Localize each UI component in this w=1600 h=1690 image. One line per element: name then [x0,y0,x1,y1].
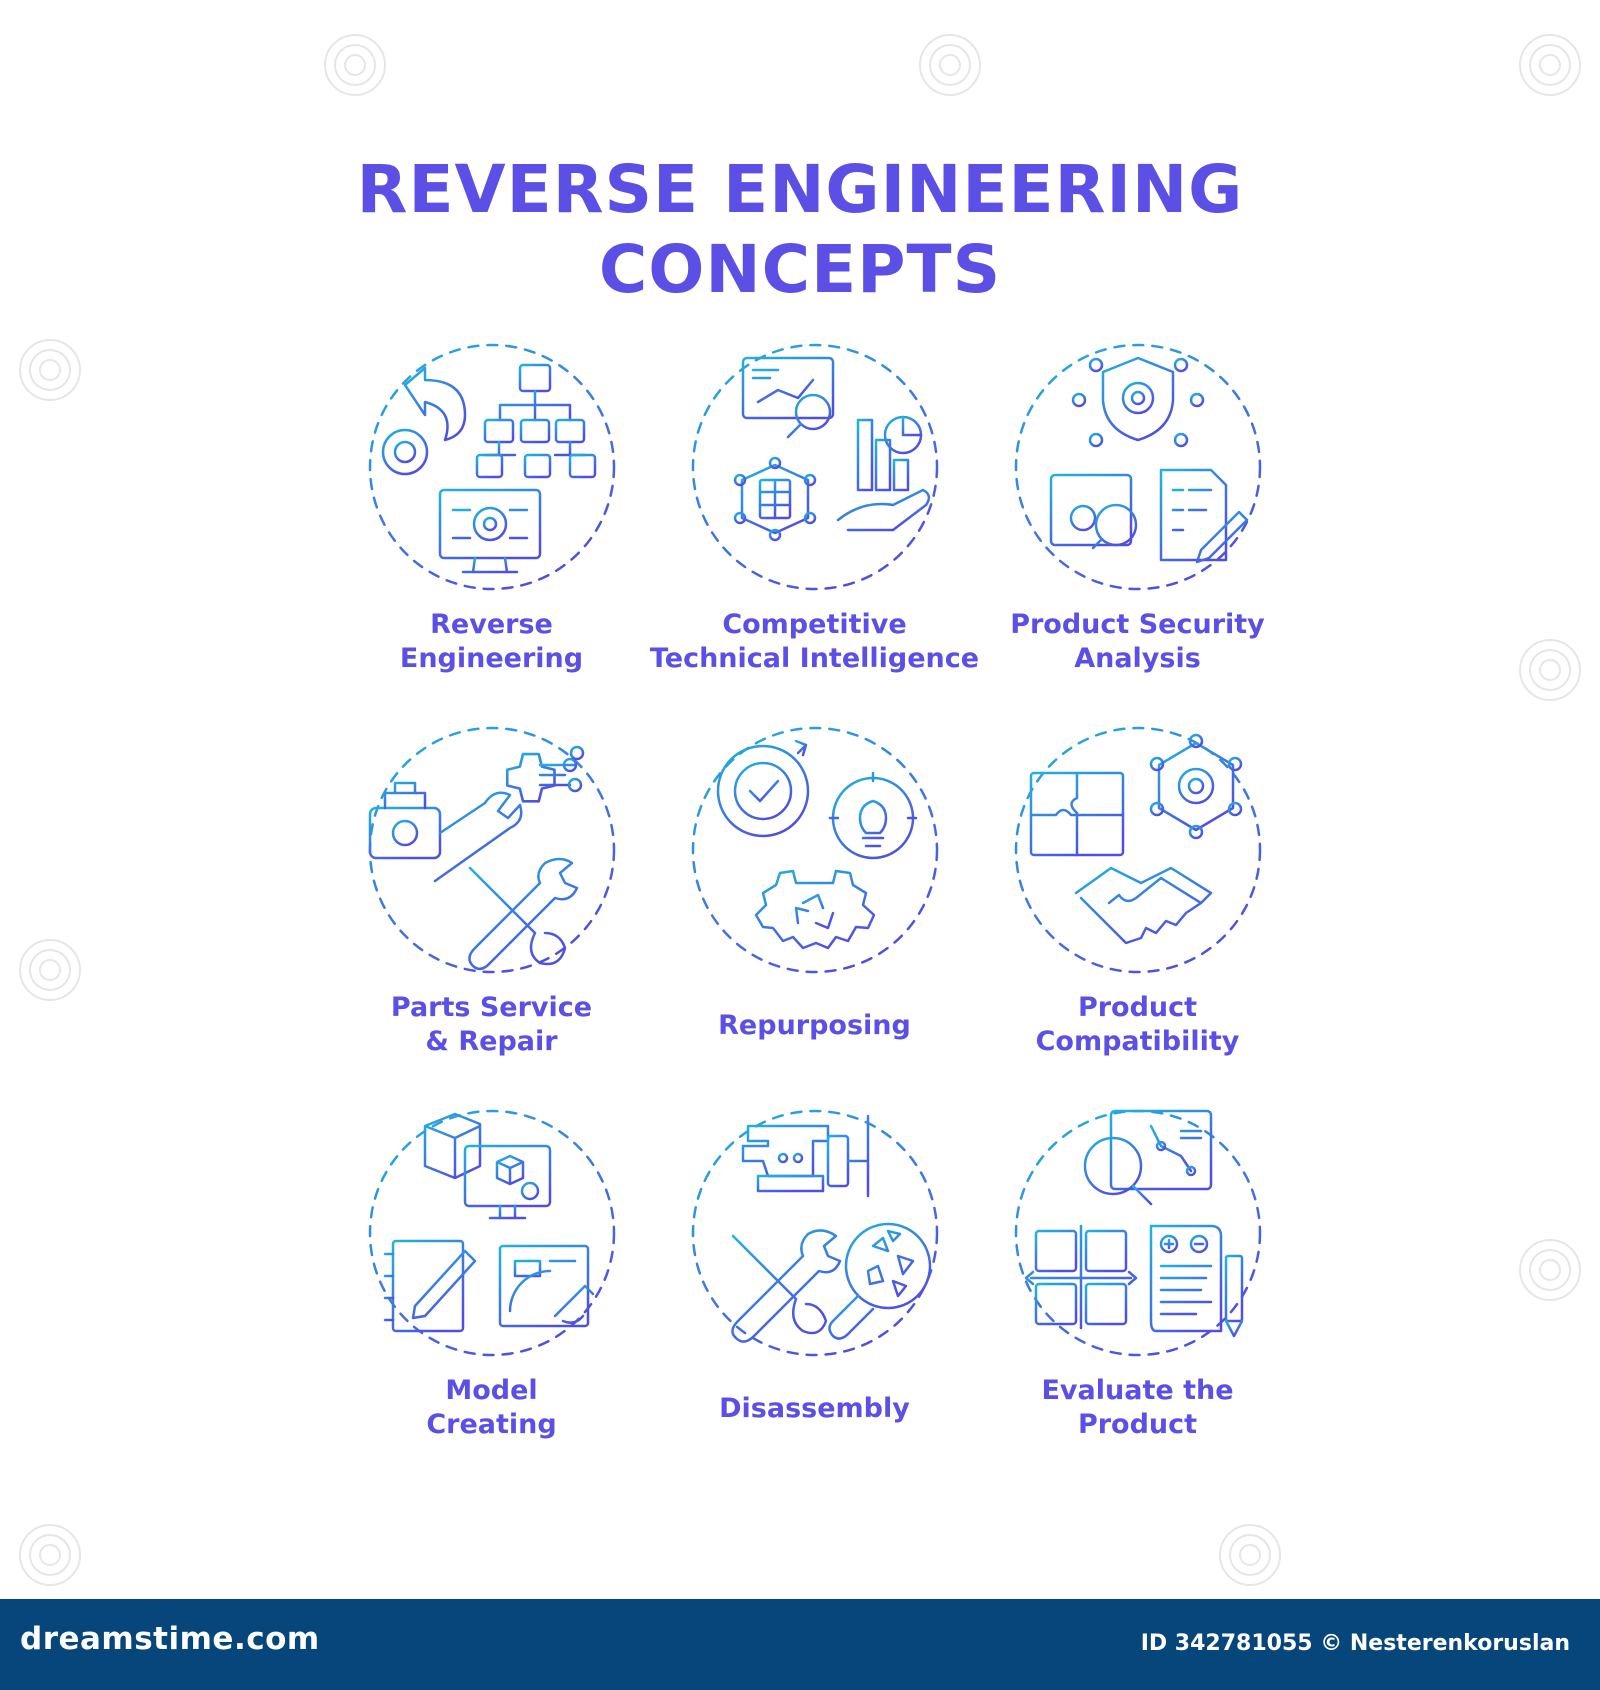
compatibility-icon [1014,726,1262,974]
watermark-spiral-icon [1519,1239,1581,1301]
concept-label: Evaluate the Product [1041,1375,1234,1440]
watermark-spiral-icon [919,34,981,96]
evaluate-product-icon [1014,1109,1262,1357]
watermark-spiral-icon [1219,1524,1281,1586]
concept-card-security-analysis: Product Security Analysis [976,330,1299,713]
footer-image-meta: ID 342781055 © Nesterenkoruslan [1140,1631,1570,1656]
model-creating-icon [368,1109,616,1357]
concept-label: Product Compatibility [1035,992,1240,1057]
repurposing-icon [691,726,939,974]
title-line-1: REVERSE ENGINEERING [356,151,1244,228]
watermark-spiral-icon [1519,639,1581,701]
watermark-spiral-icon [19,1524,81,1586]
concept-card-reverse-engineering: Reverse Engineering [330,330,653,713]
footer-bar: dreamstime.com ID 342781055 © Nesterenko… [0,1599,1600,1690]
concept-card-disassembly: Disassembly [653,1096,976,1479]
concept-label: Parts Service & Repair [390,992,593,1057]
watermark-spiral-icon [1519,34,1581,96]
concept-label: Product Security Analysis [1010,609,1265,674]
disassembly-icon [691,1109,939,1357]
concept-grid: Reverse Engineering Competitive Technic [330,330,1300,1470]
reverse-engineering-icon [368,343,616,591]
concept-label: Model Creating [426,1375,557,1440]
concept-label: Reverse Engineering [399,609,584,674]
concept-card-compatibility: Product Compatibility [976,713,1299,1096]
concept-card-competitive-intelligence: Competitive Technical Intelligence [650,330,979,713]
concept-label: Disassembly [719,1393,910,1424]
concept-card-model-creating: Model Creating [330,1096,653,1479]
title-line-2: CONCEPTS [598,231,1002,308]
parts-repair-icon [368,726,616,974]
concept-label: Competitive Technical Intelligence [649,609,980,674]
watermark-spiral-icon [19,339,81,401]
security-analysis-icon [1014,343,1262,591]
concept-label: Repurposing [718,1010,911,1041]
concept-card-parts-repair: Parts Service & Repair [330,713,653,1096]
concept-card-repurposing: Repurposing [653,713,976,1096]
watermark-spiral-icon [324,34,386,96]
concept-card-evaluate-product: Evaluate the Product [976,1096,1299,1479]
page-title: REVERSE ENGINEERING CONCEPTS [0,150,1600,310]
competitive-intelligence-icon [691,343,939,591]
footer-brand[interactable]: dreamstime.com [20,1621,320,1657]
watermark-spiral-icon [19,939,81,1001]
